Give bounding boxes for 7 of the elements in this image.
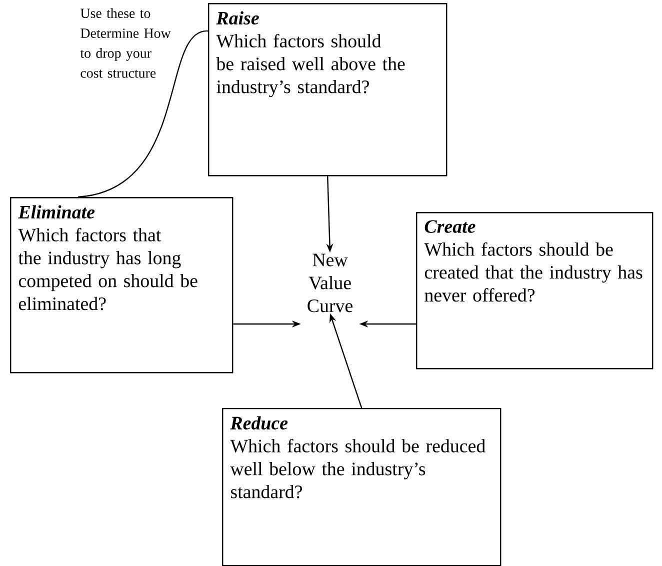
note-text: Use these to Determine How to drop your cost structure <box>80 8 171 78</box>
curved-line <box>78 30 208 198</box>
center-label: New Value Curve <box>308 254 352 312</box>
text-box: Create Which factors should be created that the industry has never offered? <box>416 212 654 370</box>
text-box: Raise Which factors should be raised well above the industry’s standard? <box>208 3 448 176</box>
text-box: Reduce Which factors should be reduced well below the industry’s standard? <box>222 408 502 566</box>
text-box: Eliminate Which factors that the industry has long competed on should be eliminated? <box>10 197 234 374</box>
